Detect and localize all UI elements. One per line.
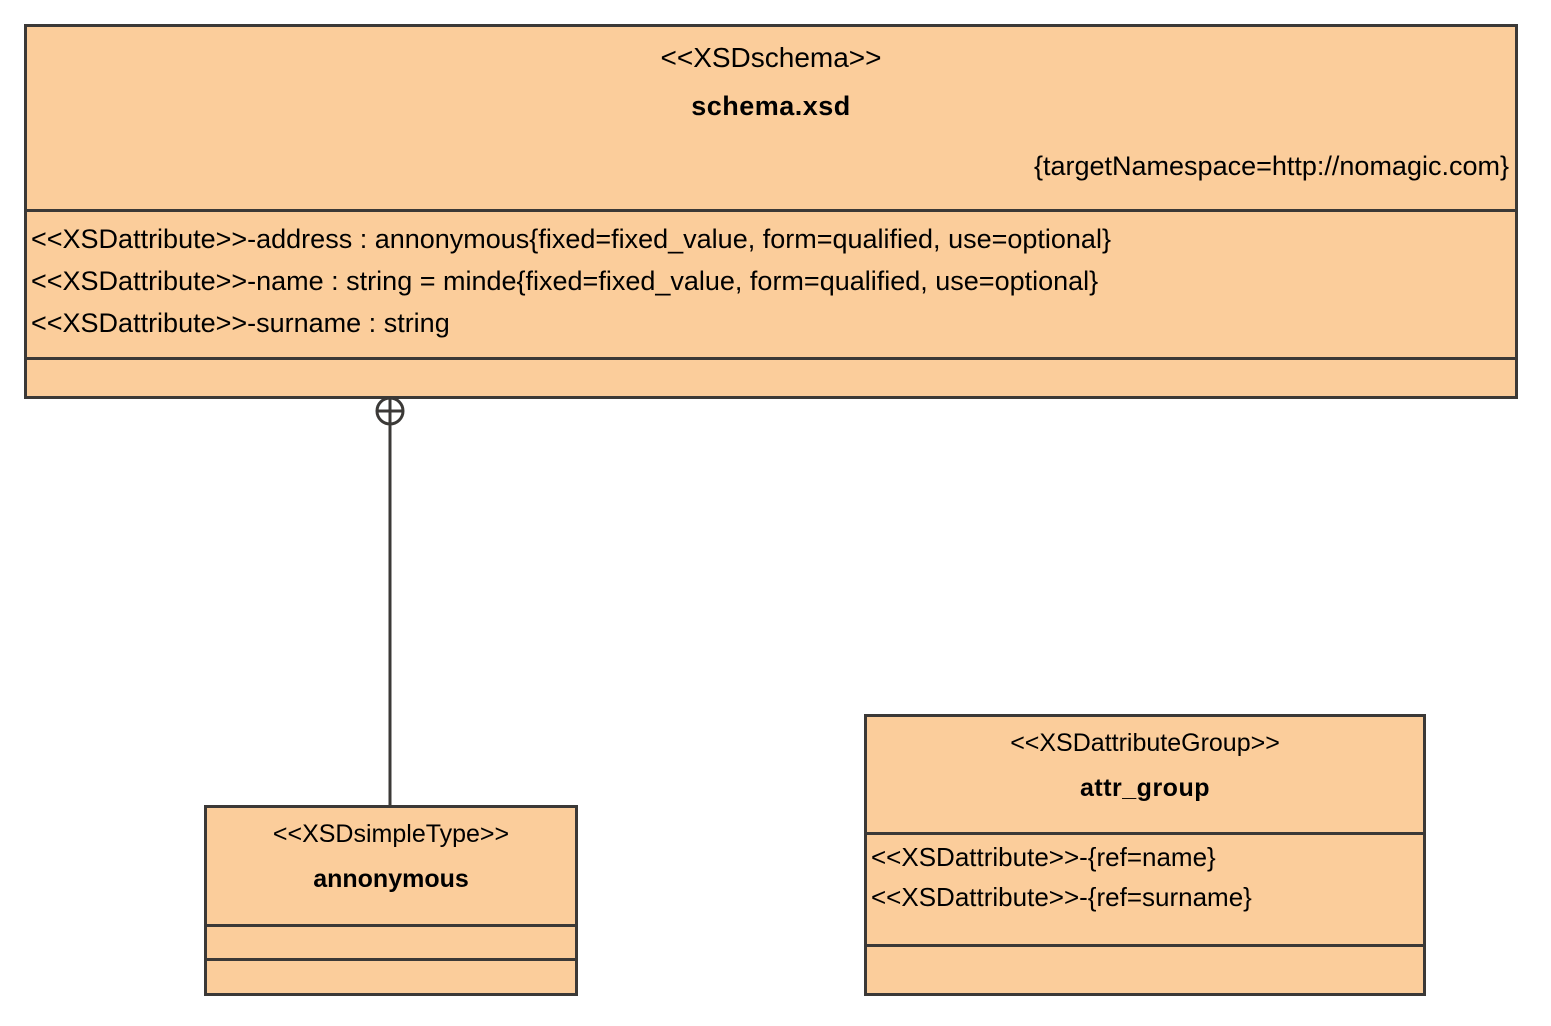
schema-attribute-row[interactable]: <<XSDattribute>>-address : annonymous{fi… [31, 224, 1111, 254]
attrgroup-attribute-row[interactable]: <<XSDattribute>>-{ref=surname} [871, 882, 1252, 912]
schema-attribute-row[interactable]: <<XSDattribute>>-name : string = minde{f… [31, 266, 1099, 296]
schema-tagged-values-label: {targetNamespace=http://nomagic.com} [1033, 151, 1509, 181]
schema-name-label: schema.xsd [691, 91, 851, 121]
attrgroup-name-label: attr_group [1080, 774, 1210, 802]
uml-class-annonymous[interactable]: <<XSDsimpleType>> annonymous [204, 805, 578, 996]
simpletype-name-label: annonymous [313, 865, 469, 893]
simpletype-header-compartment: <<XSDsimpleType>> annonymous [207, 808, 575, 924]
attrgroup-attributes-compartment: <<XSDattribute>>-{ref=name} <<XSDattribu… [867, 832, 1423, 944]
schema-attribute-row[interactable]: <<XSDattribute>>-surname : string [31, 308, 450, 338]
simpletype-stereotype-label: <<XSDsimpleType>> [272, 820, 510, 848]
attrgroup-header-compartment: <<XSDattributeGroup>> attr_group [867, 717, 1423, 832]
uml-class-schema-xsd[interactable]: <<XSDschema>> schema.xsd {targetNamespac… [24, 24, 1518, 399]
attrgroup-attribute-row[interactable]: <<XSDattribute>>-{ref=name} [871, 842, 1216, 872]
attrgroup-stereotype-label: <<XSDattributeGroup>> [1010, 729, 1280, 757]
schema-stereotype-label: <<XSDschema>> [660, 42, 882, 73]
simpletype-operations-compartment [207, 958, 575, 993]
schema-operations-compartment [27, 357, 1515, 396]
anchor-connector [375, 396, 405, 806]
schema-header-compartment: <<XSDschema>> schema.xsd {targetNamespac… [27, 27, 1515, 209]
simpletype-attributes-compartment [207, 924, 575, 958]
schema-attributes-compartment: <<XSDattribute>>-address : annonymous{fi… [27, 209, 1515, 357]
anchor-circle-icon [375, 396, 405, 426]
uml-class-attr-group[interactable]: <<XSDattributeGroup>> attr_group <<XSDat… [864, 714, 1426, 996]
attrgroup-operations-compartment [867, 944, 1423, 993]
